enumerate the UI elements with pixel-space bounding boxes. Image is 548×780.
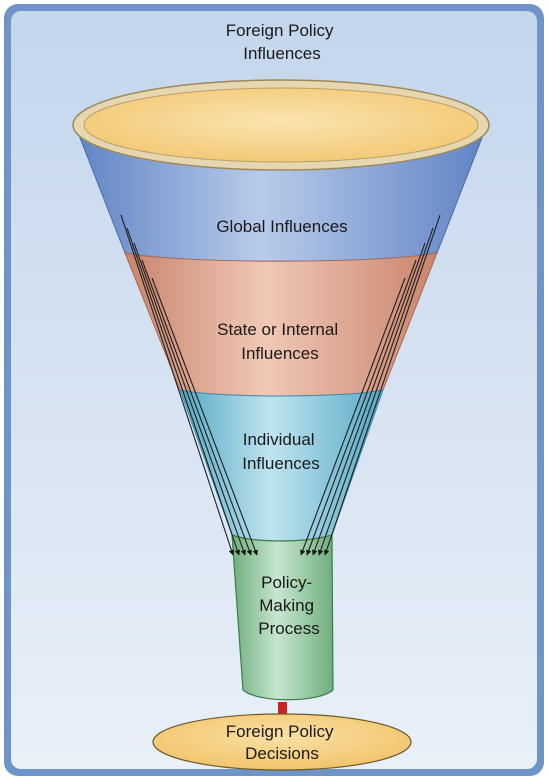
state-influences-label: State or Internal Influences: [217, 320, 343, 363]
decisions-ellipse: [152, 713, 412, 771]
right-flow-lines: [300, 214, 441, 556]
global-influences-label: Global Influences: [216, 217, 347, 236]
funnel-rim-inner: [83, 87, 479, 163]
left-flow-line-4: [141, 259, 252, 556]
left-flow-line-2: [126, 227, 240, 556]
left-flow-line-5: [151, 277, 258, 556]
decisions-label: Foreign Policy Decisions: [226, 722, 338, 763]
left-flow-lines: [120, 214, 258, 556]
policy-process-tube: [231, 534, 334, 701]
right-flow-line-2: [318, 227, 434, 556]
left-flow-line-1: [120, 214, 235, 556]
top-label: Foreign Policy Influences: [226, 21, 338, 63]
individual-influences-label: Individual Influences: [242, 430, 320, 473]
left-flow-line-3: [133, 242, 246, 556]
right-flow-line-3: [312, 242, 426, 556]
policy-process-label: Policy- Making Process: [258, 573, 319, 638]
right-flow-line-4: [306, 259, 417, 556]
right-flow-line-1: [323, 214, 441, 556]
right-flow-line-5: [300, 277, 406, 556]
